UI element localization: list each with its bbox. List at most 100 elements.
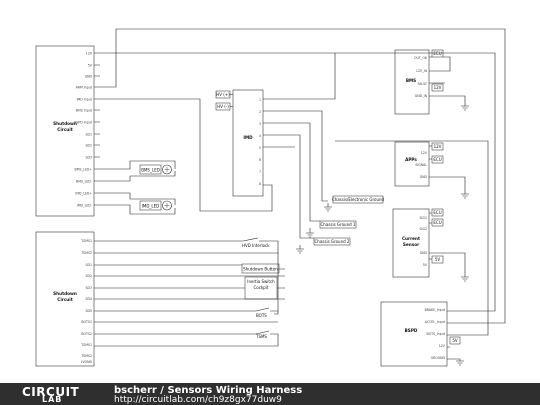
svg-text:Chassis Ground 2: Chassis Ground 2 (315, 239, 350, 244)
svg-text:SIG2: SIG2 (420, 227, 427, 231)
bms-led[interactable]: BMS_LED (139, 164, 172, 175)
shutdown-top-title-1: Shutdown (53, 121, 77, 126)
apps-block[interactable]: APPs 12V SIGNAL GND (394, 141, 430, 187)
shutdown-circuit-bottom[interactable]: Shutdown Circuit TSMS1 TSMS2 SD1 SD2 SD3… (35, 231, 95, 367)
imd-title: IMD (243, 135, 253, 140)
shutdown-circuit-top[interactable]: Shutdown Circuit 12V 5V GND ARM Input IM… (35, 45, 95, 217)
svg-text:GND_IN: GND_IN (415, 94, 428, 98)
bms-12v-tag: 12V (431, 83, 444, 92)
current-sensor-title-2: Sensor (403, 242, 420, 247)
svg-text:ECU: ECU (433, 210, 441, 215)
imd-led[interactable]: IMD_LED (139, 200, 172, 211)
shutdown-top-title-2: Circuit (57, 127, 72, 132)
svg-text:GROUND: GROUND (431, 356, 446, 360)
bspd-title: BSPD (405, 328, 418, 333)
apps-ecu-tag: ECU (431, 155, 444, 164)
bms-pins: OUT_OK 12V_IN FAULT GND_IN (414, 56, 428, 98)
bms-title: BMS (406, 78, 416, 83)
pin-label: 12V (86, 52, 93, 56)
logo-text-top: CIRCUIT (22, 385, 80, 399)
svg-text:BOTS1: BOTS1 (81, 320, 92, 324)
apps-pins: 12V SIGNAL GND (415, 151, 428, 179)
shutdown-button-switch[interactable]: Shutdown Button (241, 263, 280, 274)
imd-block[interactable]: IMD 1 2 3 4 5 6 7 8 (232, 89, 264, 197)
shutdown-top-pins: 12V 5V GND ARM Input IMD Input BMS Input… (74, 52, 93, 208)
svg-text:ECU: ECU (433, 157, 441, 162)
cs-ecu-tag-2: ECU (431, 218, 444, 227)
svg-text:TSMS2: TSMS2 (80, 354, 92, 358)
hvd-interlock-switch[interactable]: HVD Interlock (242, 243, 270, 248)
shutdown-button-label: Shutdown Button (243, 267, 278, 272)
inertia-switch-subtext: Cockpit (254, 285, 269, 290)
svg-text:GND: GND (420, 175, 428, 179)
svg-text:SIG1: SIG1 (420, 216, 427, 220)
svg-text:Chassis Ground 1: Chassis Ground 1 (321, 222, 356, 227)
tsms-switch[interactable]: TSMS (255, 334, 267, 339)
chassis-electronic-ground-tag[interactable]: Chassis/Electronic Ground (332, 195, 385, 204)
svg-text:TSMS2: TSMS2 (80, 251, 92, 255)
svg-text:SD2: SD2 (85, 274, 92, 278)
hvd-interlock-label: HVD Interlock (242, 243, 270, 248)
pin-label: 3 (259, 122, 261, 126)
svg-text:BOTS_Input: BOTS_Input (427, 332, 446, 336)
svg-text:LVGND: LVGND (81, 360, 92, 364)
bots-label: BOTS (256, 313, 267, 318)
bspd-block[interactable]: BSPD BRAKE_Input ACCEL_Input BOTS_Input … (380, 301, 448, 367)
circuit-name: Sensors Wiring Harness (167, 385, 303, 396)
imd-hv-minus-tag: HV (-) (215, 102, 231, 111)
svg-text:GND: GND (420, 251, 428, 255)
svg-text:HV (+): HV (+) (216, 92, 230, 97)
wires (94, 28, 506, 366)
current-sensor-block[interactable]: Current Sensor SIG1 SIG2 GND 5V (392, 208, 430, 278)
svg-text:SD4: SD4 (85, 297, 92, 301)
bms-led-label: BMS_LED (141, 167, 160, 172)
svg-text:TSMS1: TSMS1 (80, 343, 92, 347)
pin-label: 8 (259, 182, 261, 186)
inertia-switch[interactable]: Inertia Switch Cockpit (244, 276, 278, 300)
circuitlab-logo[interactable]: CIRCUIT LAB (22, 385, 92, 404)
svg-text:SIGNAL: SIGNAL (415, 163, 427, 167)
pin-label: BMS_LED- (76, 180, 92, 184)
pin-label: SD2 (85, 144, 92, 148)
pin-label: 4 (259, 134, 261, 138)
bots-switch[interactable]: BOTS (256, 313, 267, 318)
pin-label: ARM Input (76, 86, 93, 90)
bms-block[interactable]: BMS OUT_OK 12V_IN FAULT GND_IN (394, 49, 430, 115)
svg-text:FAULT: FAULT (418, 82, 427, 86)
pin-label: GND (85, 75, 93, 79)
bspd-5v-tag: 5V (449, 336, 461, 345)
led-symbol-icon (164, 203, 170, 208)
svg-text:BOTS2: BOTS2 (81, 332, 92, 336)
svg-text:ECU: ECU (433, 220, 441, 225)
pin-label: 5V (88, 64, 93, 68)
apps-title: APPs (405, 157, 417, 162)
circuit-title: bscherr / Sensors Wiring Harness (114, 385, 302, 396)
chassis-ground-2-tag[interactable]: Chassis Ground 2 (313, 237, 351, 246)
pin-label: BMS Input (76, 109, 93, 113)
pin-label: 2 (259, 110, 261, 114)
pin-label: 7 (259, 170, 261, 174)
footer-bar: CIRCUIT LAB bscherr / Sensors Wiring Har… (0, 383, 540, 405)
svg-text:12V_IN: 12V_IN (416, 69, 428, 73)
led-symbol-icon (164, 167, 170, 172)
pin-label: 1 (259, 98, 261, 102)
circuit-url[interactable]: http://circuitlab.com/ch9z8gx77duw9 (114, 395, 282, 405)
author-link[interactable]: bscherr (114, 385, 157, 396)
pin-label: IMD_LED+ (75, 192, 92, 196)
inertia-switch-label: Inertia Switch (247, 279, 275, 284)
svg-text:ECU: ECU (433, 51, 441, 56)
pin-label: SD1 (85, 133, 92, 137)
current-sensor-pins: SIG1 SIG2 GND 5V (420, 216, 428, 267)
cs-5v-tag: 5V (431, 255, 444, 264)
svg-text:SD3: SD3 (85, 286, 92, 290)
pin-label: 5 (259, 146, 261, 150)
svg-text:TSMS1: TSMS1 (80, 239, 92, 243)
shutdown-bottom-title-2: Circuit (57, 297, 72, 302)
cs-ecu-tag-1: ECU (431, 208, 444, 217)
chassis-ground-1-tag[interactable]: Chassis Ground 1 (319, 220, 357, 229)
svg-text:SD5: SD5 (85, 309, 92, 313)
imd-pins: 1 2 3 4 5 6 7 8 (259, 98, 261, 186)
bms-ecu-tag: ECU (431, 49, 444, 58)
svg-text:12V: 12V (439, 344, 446, 348)
